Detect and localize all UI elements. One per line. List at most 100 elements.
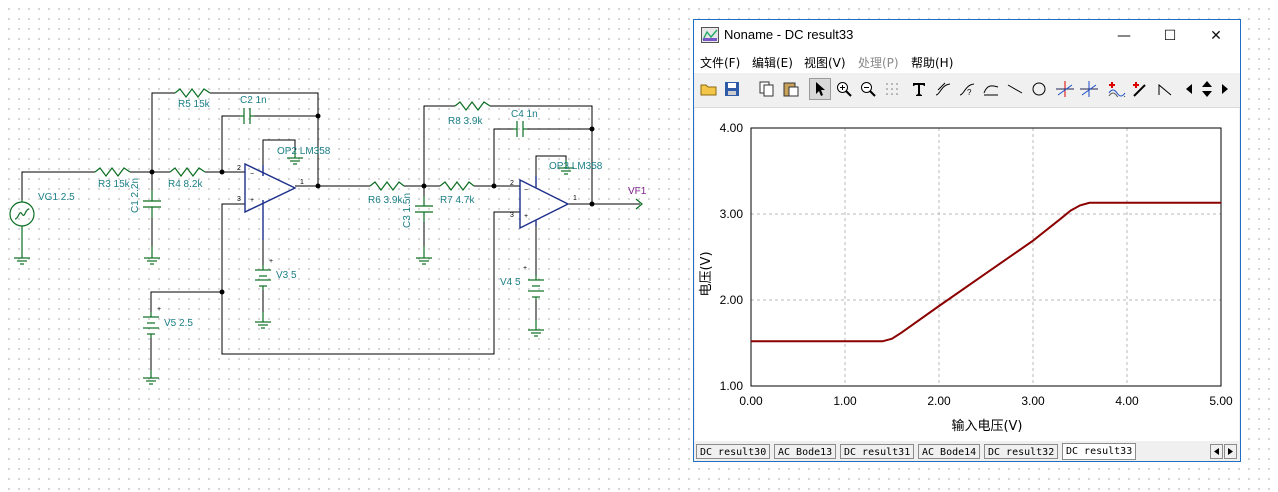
voltage-generator-vg1[interactable] xyxy=(9,200,35,246)
y-axis-label: 电压(V) xyxy=(699,251,714,296)
battery-v5[interactable] xyxy=(143,312,159,338)
window-title: Noname - DC result33 xyxy=(724,27,854,42)
label-r7: R7 4.7k xyxy=(440,195,475,206)
tab-ac-bode14[interactable]: AC Bode14 xyxy=(918,444,981,459)
curve-marker-icon[interactable] xyxy=(980,78,1002,100)
arrow-right-icon[interactable] xyxy=(1218,78,1232,100)
menu-file[interactable]: 文件(F) xyxy=(700,56,741,70)
resistor-r8[interactable] xyxy=(454,101,491,111)
label-c1: C1 2.2n xyxy=(130,178,141,213)
resistor-r5[interactable] xyxy=(174,88,211,98)
ground-icon xyxy=(528,320,544,337)
probe-icon[interactable] xyxy=(1130,78,1152,100)
grid-icon[interactable] xyxy=(881,78,903,100)
junctions xyxy=(149,113,595,295)
plus-sign: + xyxy=(524,213,528,220)
tab-dc-result31[interactable]: DC result31 xyxy=(840,444,915,459)
capacitor-c1[interactable] xyxy=(143,190,161,218)
circuit-schematic[interactable]: VG1 2.5 R3 15k R4 8.2k R5 15k R6 3.9k R7… xyxy=(0,0,690,492)
ground-icon xyxy=(287,150,303,165)
label-c4: C4 1n xyxy=(511,109,538,120)
maximize-button[interactable]: ☐ xyxy=(1163,27,1177,44)
tab-dc-result33[interactable]: DC result33 xyxy=(1062,443,1137,460)
series-line xyxy=(751,201,1221,343)
label-op3: OP3 LM358 xyxy=(549,161,603,172)
step-response-icon[interactable] xyxy=(1154,78,1176,100)
y-tick-label: 3.00 xyxy=(720,207,744,221)
zoom-100-icon[interactable] xyxy=(857,78,879,100)
arrow-updown-icon[interactable] xyxy=(1199,78,1215,100)
save-icon[interactable] xyxy=(721,78,743,100)
paste-icon[interactable] xyxy=(780,78,802,100)
curve-label-icon[interactable] xyxy=(932,78,954,100)
dc-result-window[interactable]: Noname - DC result33 — ☐ ✕ 文件(F) 编辑(E) 视… xyxy=(693,19,1241,462)
text-tool-icon[interactable] xyxy=(908,78,930,100)
ground-icon xyxy=(14,246,30,265)
label-r3: R3 15k xyxy=(98,179,131,190)
ground-icon xyxy=(143,370,159,385)
ground-icon xyxy=(558,160,574,175)
pin-label: 2 xyxy=(510,180,514,187)
resistor-r6[interactable] xyxy=(369,181,405,191)
pin-label: 3 xyxy=(510,212,514,219)
close-button[interactable]: ✕ xyxy=(1210,27,1222,44)
add-curve-icon[interactable] xyxy=(1106,78,1128,100)
circle-tool-icon[interactable] xyxy=(1028,78,1050,100)
opamp-op2[interactable] xyxy=(244,162,297,240)
y-tick-label: 2.00 xyxy=(720,293,744,307)
pointer-icon[interactable] xyxy=(809,78,831,100)
plus-sign: + xyxy=(250,197,254,204)
label-r8: R8 3.9k xyxy=(448,116,483,127)
opamp-op3[interactable] xyxy=(519,176,570,230)
tab-dc-result30[interactable]: DC result30 xyxy=(696,444,771,459)
cursor-b-icon[interactable] xyxy=(1078,78,1100,100)
capacitor-c3[interactable] xyxy=(415,196,433,222)
copy-icon[interactable] xyxy=(756,78,778,100)
zoom-in-icon[interactable] xyxy=(833,78,855,100)
label-v5: V5 2.5 xyxy=(164,318,193,329)
title-bar[interactable]: Noname - DC result33 — ☐ ✕ xyxy=(694,20,1240,51)
y-tick-label: 4.00 xyxy=(720,121,744,135)
label-r5: R5 15k xyxy=(178,99,211,110)
menu-edit[interactable]: 编辑(E) xyxy=(752,56,793,70)
menu-view[interactable]: 视图(V) xyxy=(804,56,846,70)
menu-help[interactable]: 帮助(H) xyxy=(911,56,954,70)
capacitor-c4[interactable] xyxy=(513,121,527,137)
capacitor-c2[interactable] xyxy=(240,108,254,124)
pin-label: 1 xyxy=(573,195,577,202)
tab-scroll-left-icon[interactable] xyxy=(1210,444,1223,459)
arrow-left-icon[interactable] xyxy=(1182,78,1196,100)
plus-sign: + xyxy=(269,258,273,265)
plot-frame xyxy=(750,127,1222,387)
label-v4: V4 5 xyxy=(500,277,521,288)
line-tool-icon[interactable] xyxy=(1004,78,1026,100)
minus-sign: − xyxy=(524,187,528,194)
tab-dc-result32[interactable]: DC result32 xyxy=(984,444,1059,459)
resistor-r3[interactable] xyxy=(94,167,131,177)
plus-sign: + xyxy=(523,265,527,272)
minus-sign: − xyxy=(250,171,254,178)
x-tick-label: 4.00 xyxy=(1115,394,1139,408)
tab-scroll-right-icon[interactable] xyxy=(1224,444,1237,459)
axis-label-icon[interactable]: ? xyxy=(956,78,978,100)
label-v3: V3 5 xyxy=(276,270,297,281)
x-tick-label: 0.00 xyxy=(739,394,763,408)
x-tick-label: 3.00 xyxy=(1021,394,1045,408)
minimize-button[interactable]: — xyxy=(1117,27,1131,44)
label-c2: C2 1n xyxy=(240,95,267,106)
pin-label: 1 xyxy=(300,179,304,186)
menu-process[interactable]: 处理(P) xyxy=(858,56,899,70)
voltage-probe-vf1[interactable] xyxy=(635,198,643,210)
label-vg1: VG1 2.5 xyxy=(38,192,75,203)
battery-v3[interactable] xyxy=(255,265,271,290)
tab-ac-bode13[interactable]: AC Bode13 xyxy=(774,444,837,459)
label-r4: R4 8.2k xyxy=(168,179,203,190)
resistor-r4[interactable] xyxy=(169,167,206,177)
pin-label: 3 xyxy=(237,196,241,203)
battery-v4[interactable] xyxy=(528,275,544,300)
cursor-a-icon[interactable] xyxy=(1054,78,1076,100)
resistor-r7[interactable] xyxy=(439,181,475,191)
open-folder-icon[interactable] xyxy=(698,78,720,100)
